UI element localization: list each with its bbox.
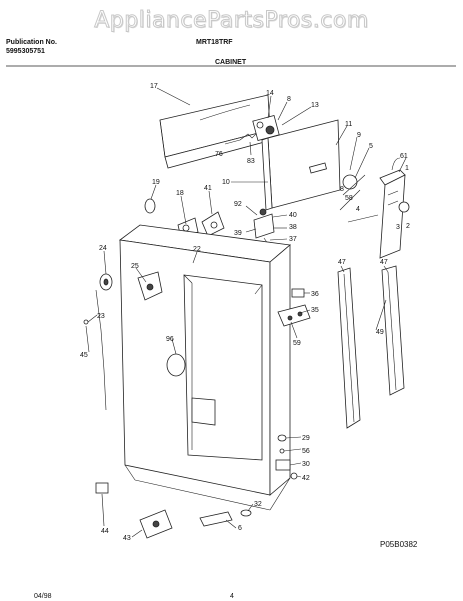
callout-14: 14	[266, 90, 274, 97]
callout-2: 2	[406, 223, 410, 230]
part-96-plug	[166, 353, 186, 377]
callout-49: 49	[376, 329, 384, 336]
footer-date: 04/98	[34, 593, 52, 600]
callout-10: 10	[222, 179, 230, 186]
part-41-bracket	[201, 211, 225, 237]
callout-83: 83	[247, 158, 255, 165]
callout-38: 38	[289, 224, 297, 231]
section-title: CABINET	[215, 59, 247, 66]
part-35-hinge	[277, 304, 311, 327]
publication-label: Publication No.	[6, 39, 57, 46]
part-36	[291, 288, 305, 298]
callout-8b: 8	[340, 186, 344, 193]
leader-lines	[85, 87, 407, 538]
part-47-trim-left	[337, 267, 361, 429]
callout-37: 37	[289, 236, 297, 243]
part-19	[144, 198, 156, 214]
part-1-light-housing	[379, 157, 410, 259]
callout-43: 43	[123, 535, 131, 542]
callout-18: 18	[176, 190, 184, 197]
callout-92: 92	[234, 201, 242, 208]
callout-44: 44	[101, 528, 109, 535]
cabinet-body	[118, 224, 291, 511]
callout-45: 45	[80, 352, 88, 359]
callout-35: 35	[311, 307, 319, 314]
callout-8: 8	[287, 96, 291, 103]
callout-labels: 17 14 8 13 76 83 11 9 5 8 58 4 61 1 3 2 …	[80, 83, 410, 542]
callout-29: 29	[302, 435, 310, 442]
watermark: AppliancePartsPros.com	[94, 8, 369, 34]
callout-56: 56	[302, 448, 310, 455]
callout-11: 11	[345, 121, 352, 128]
part-10-control-panel	[261, 119, 341, 211]
part-76-wire	[239, 133, 257, 141]
callout-47-right: 47	[380, 259, 388, 266]
callout-1: 1	[405, 165, 409, 172]
callout-4: 4	[356, 206, 360, 213]
callout-30: 30	[302, 461, 310, 468]
part-6	[199, 511, 233, 527]
callout-39: 39	[234, 230, 242, 237]
callout-61: 61	[400, 153, 408, 160]
callout-5: 5	[369, 143, 373, 150]
callout-3: 3	[396, 224, 400, 231]
callout-32: 32	[254, 501, 262, 508]
callout-13: 13	[311, 102, 319, 109]
callout-6: 6	[238, 525, 242, 532]
part-47-trim-right	[381, 265, 405, 396]
part-29-washer	[277, 434, 287, 442]
callout-23: 23	[97, 313, 105, 320]
callout-59: 59	[293, 340, 301, 347]
part-56	[279, 448, 285, 454]
model-number: MRT18TRF	[196, 39, 233, 46]
part-43-bracket	[139, 509, 173, 539]
page-number: 4	[230, 593, 234, 600]
callout-47-left: 47	[338, 259, 346, 266]
part-4-screw	[347, 214, 379, 223]
part-5-thermostat	[339, 174, 366, 211]
callout-40: 40	[289, 212, 297, 219]
callout-96: 96	[166, 336, 174, 343]
part-23-drain-tube	[83, 289, 107, 411]
diagram-code: P05B0382	[380, 540, 418, 549]
callout-22: 22	[193, 246, 201, 253]
callout-58: 58	[345, 195, 353, 202]
callout-17: 17	[150, 83, 158, 90]
part-44	[95, 482, 109, 494]
callout-41: 41	[204, 185, 212, 192]
publication-number: 5995305751	[6, 48, 45, 55]
part-30	[275, 459, 291, 471]
callout-36: 36	[311, 291, 319, 298]
callout-42: 42	[302, 475, 310, 482]
callout-9: 9	[357, 132, 361, 139]
callout-24: 24	[99, 245, 107, 252]
part-13-control-housing	[252, 115, 280, 141]
part-38-hinge	[253, 208, 275, 245]
part-32	[240, 509, 252, 517]
callout-76: 76	[215, 151, 223, 158]
part-42	[290, 472, 298, 480]
callout-19: 19	[152, 179, 160, 186]
callout-25: 25	[131, 263, 139, 270]
